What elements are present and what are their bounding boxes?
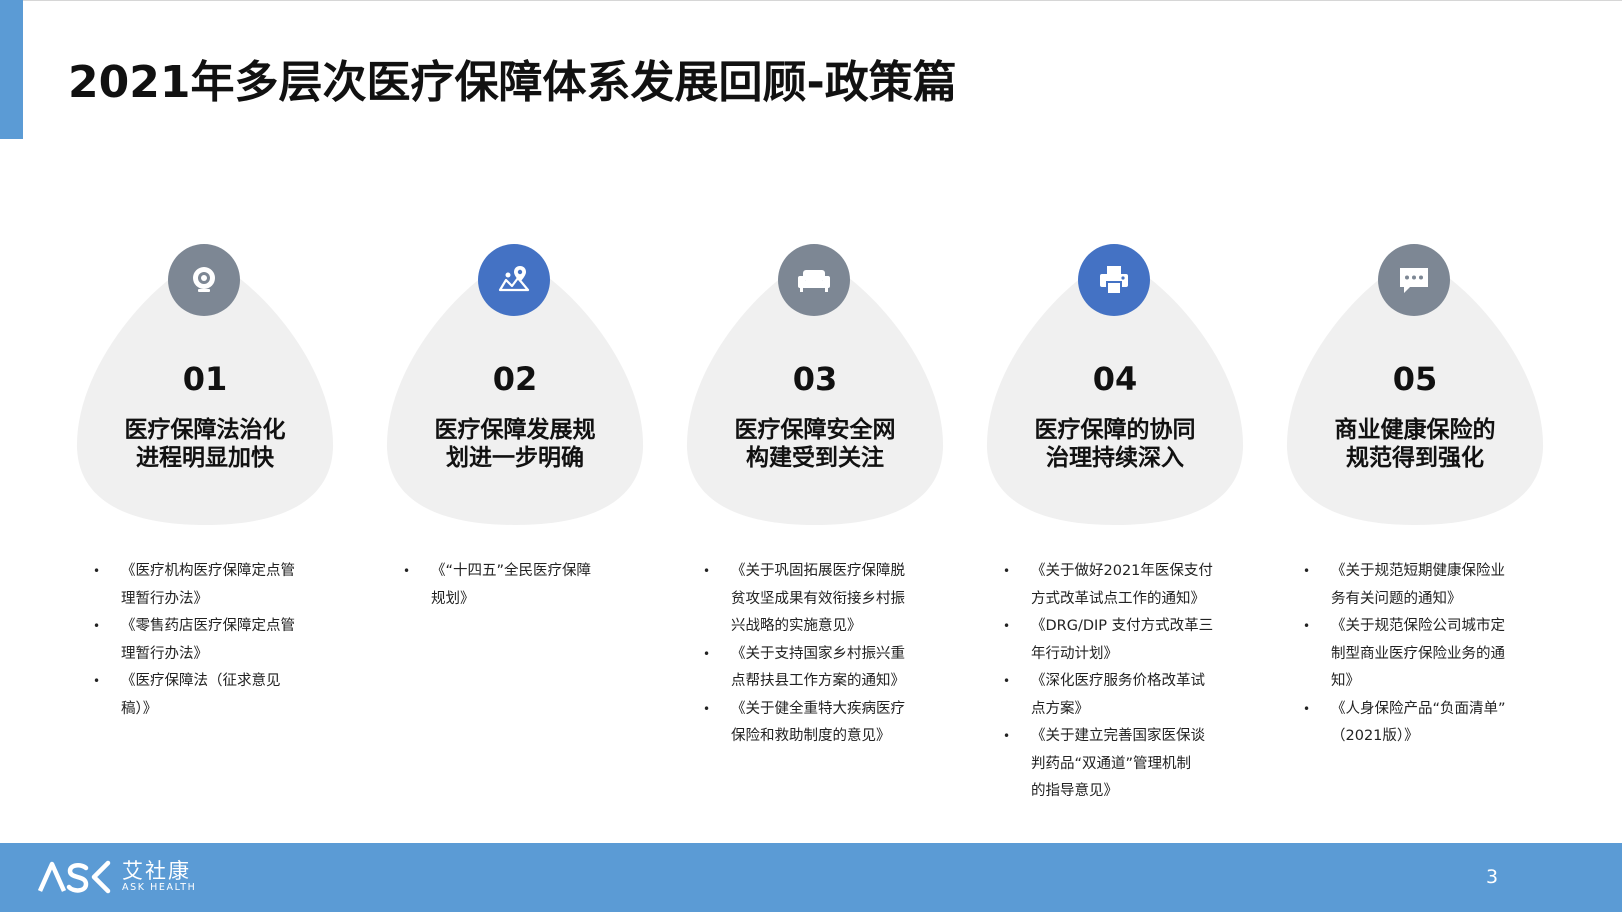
chat-bubble-icon: [1378, 244, 1450, 316]
page-number: 3: [1486, 866, 1499, 888]
sofa-icon: [778, 244, 850, 316]
teardrop-shape: [686, 258, 944, 525]
teardrop-shape: [76, 258, 334, 525]
item-number: 02: [492, 360, 538, 398]
map-pin-icon: [478, 244, 550, 316]
item-number: 05: [1392, 360, 1438, 398]
brand-logo: 艾社康 ASK HEALTH: [36, 857, 196, 897]
item-number: 01: [182, 360, 228, 398]
item-heading: 医疗保障法治化进程明显加快: [124, 417, 286, 471]
item-heading: 医疗保障安全网构建受到关注: [734, 417, 896, 471]
item-heading: 医疗保障发展规划进一步明确: [434, 417, 596, 471]
printer-icon: [1078, 244, 1150, 316]
brand-text: 艾社康 ASK HEALTH: [122, 860, 196, 894]
page-title: 2021年多层次医疗保障体系发展回顾-政策篇: [68, 57, 957, 108]
item-heading: 医疗保障的协同治理持续深入: [1034, 417, 1196, 471]
item-number: 04: [1092, 360, 1138, 398]
teardrop-shape: [1286, 258, 1544, 525]
brand-name-en: ASK HEALTH: [122, 882, 197, 893]
title-accent-bar: [0, 0, 23, 139]
brand-name-cn: 艾社康: [122, 859, 191, 883]
teardrop-shape: [386, 258, 644, 525]
footer-bar: 艾社康 ASK HEALTH 3: [0, 843, 1622, 912]
ask-logo-mark: [37, 860, 111, 894]
webcam-icon: [168, 244, 240, 316]
item-heading: 商业健康保险的规范得到强化: [1334, 417, 1496, 471]
item-number: 03: [792, 360, 838, 398]
top-divider: [0, 0, 1622, 1]
teardrop-shape: [986, 258, 1244, 525]
policy-item: 《人身保险产品“负面清单”（2021版）》: [1303, 696, 1533, 751]
